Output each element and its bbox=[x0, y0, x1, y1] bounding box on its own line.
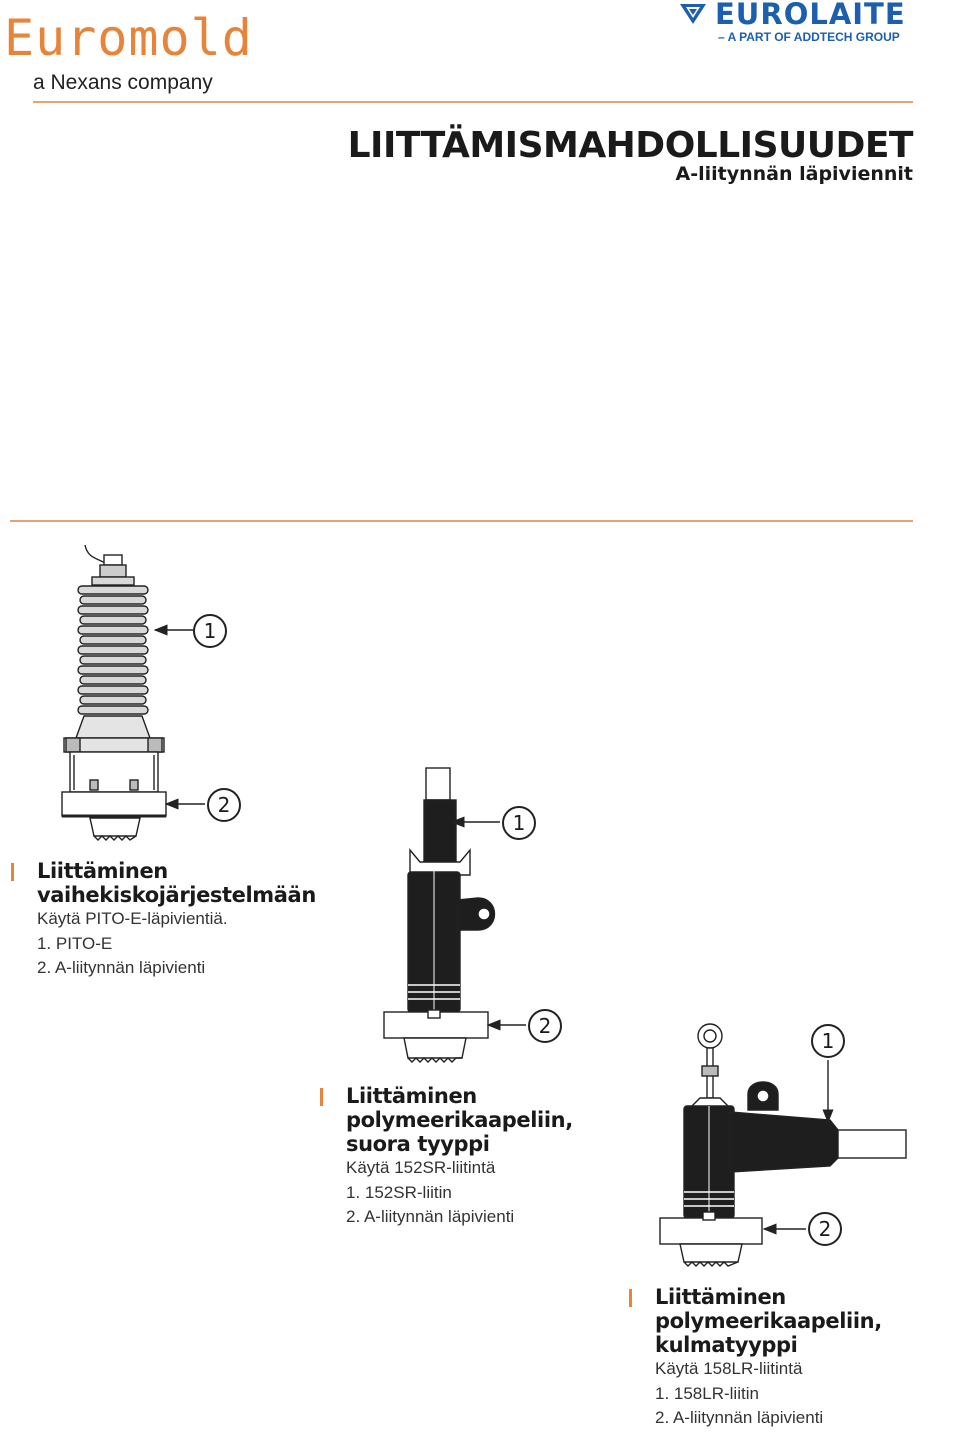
section-heading-line: Liittäminen bbox=[655, 1285, 786, 1309]
pito-e-drawing bbox=[61, 544, 205, 841]
section-heading-line: polymeerikaapeliin, bbox=[346, 1108, 573, 1132]
section-heading-line: Liittäminen bbox=[346, 1084, 477, 1108]
152sr-connector-drawing bbox=[383, 767, 526, 1063]
section-text-line: 2. A-liitynnän läpivienti bbox=[346, 1207, 515, 1226]
section-marker bbox=[320, 1088, 323, 1106]
section-rule bbox=[10, 520, 913, 522]
section-text-line: 1. 152SR-liitin bbox=[346, 1182, 452, 1202]
euromold-tagline: a Nexans company bbox=[33, 71, 213, 94]
section-heading-line: polymeerikaapeliin, bbox=[655, 1309, 882, 1333]
section-heading-line: Liittäminen bbox=[37, 859, 168, 883]
page-subtitle: A-liitynnän läpiviennit bbox=[675, 163, 914, 185]
section-elbow-connector: Liittäminen polymeerikaapeliin, kulmatyy… bbox=[629, 1285, 949, 1431]
section-busbar: Liittäminen vaihekiskojärjestelmään Käyt… bbox=[11, 859, 331, 981]
section-straight-connector: Liittäminen polymeerikaapeliin, suora ty… bbox=[320, 1084, 620, 1230]
header-rule bbox=[33, 101, 913, 103]
callout-1: 1 bbox=[502, 806, 536, 840]
section-text-line: Käytä 158LR-liitintä bbox=[655, 1359, 803, 1378]
callout-2: 2 bbox=[528, 1009, 562, 1043]
158lr-connector-drawing bbox=[659, 1023, 907, 1267]
callout-2: 2 bbox=[808, 1212, 842, 1246]
eurolaite-tagline: – A PART OF ADDTECH GROUP bbox=[718, 30, 900, 44]
page-title: LIITTÄMISMAHDOLLISUUDET bbox=[347, 125, 914, 166]
section-text-line: Käytä 152SR-liitintä bbox=[346, 1158, 496, 1177]
eurolaite-logo-mark-icon bbox=[680, 4, 706, 24]
callout-1: 1 bbox=[811, 1024, 845, 1058]
section-heading-line: suora tyyppi bbox=[346, 1132, 490, 1156]
section-heading-line: kulmatyyppi bbox=[655, 1333, 798, 1357]
section-text-line: 2. A-liitynnän läpivienti bbox=[37, 958, 206, 977]
section-marker bbox=[629, 1289, 632, 1307]
section-text-line: 2. A-liitynnän läpivienti bbox=[655, 1408, 824, 1427]
section-text-line: 1. 158LR-liitin bbox=[655, 1383, 759, 1403]
section-text-line: 1. PITO-E bbox=[37, 933, 113, 953]
eurolaite-logo: EUROLAITE bbox=[715, 0, 906, 31]
section-heading-line: vaihekiskojärjestelmään bbox=[37, 883, 316, 907]
section-marker bbox=[11, 863, 14, 881]
section-text-line: Käytä PITO-E-läpivientiä. bbox=[37, 909, 228, 928]
callout-2: 2 bbox=[207, 788, 241, 822]
callout-1: 1 bbox=[193, 614, 227, 648]
euromold-logo: Euromold bbox=[4, 9, 253, 67]
